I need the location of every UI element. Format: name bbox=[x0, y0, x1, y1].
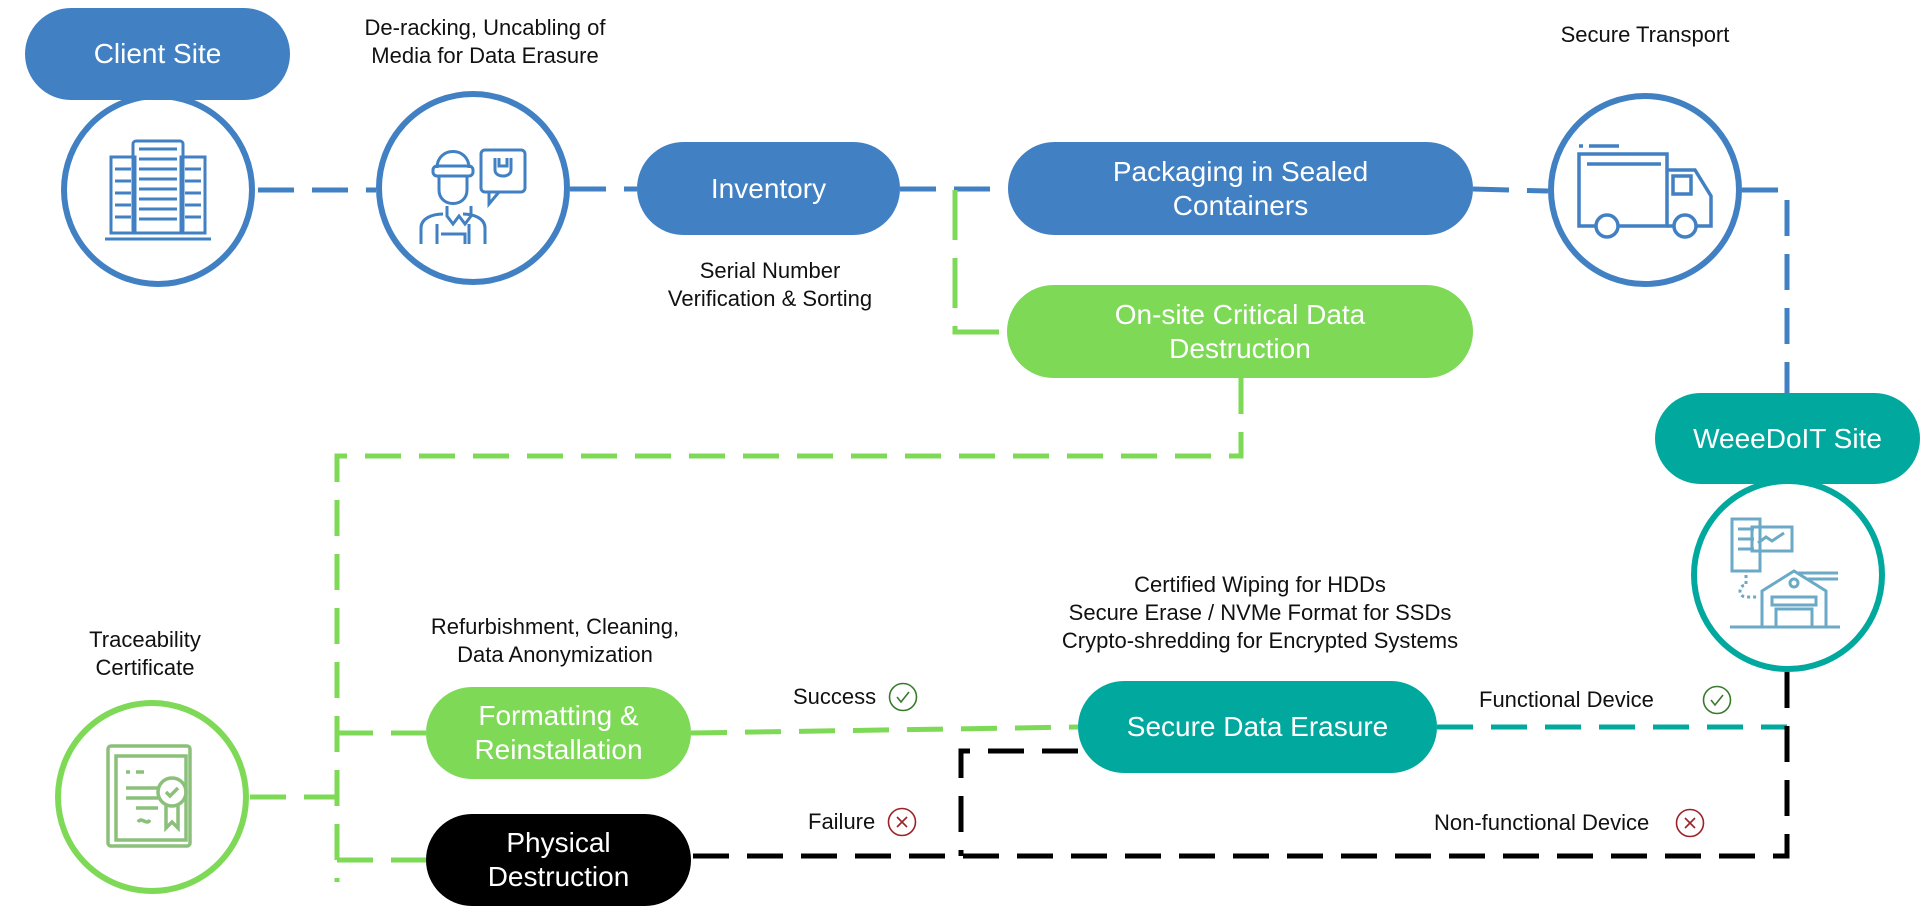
onsite-destruction-pill: On-site Critical Data Destruction bbox=[1007, 285, 1473, 378]
connector-erasure-failure bbox=[958, 748, 1078, 856]
packaging-pill: Packaging in Sealed Containers bbox=[1008, 142, 1473, 235]
physical-destruction-pill: Physical Destruction bbox=[426, 814, 691, 906]
x-circle-icon bbox=[1675, 808, 1705, 838]
warehouse-icon bbox=[1730, 517, 1840, 629]
x-circle-icon bbox=[887, 807, 917, 837]
connector-onsite-to-formatting-physical bbox=[334, 378, 1244, 882]
technician-circle bbox=[376, 91, 570, 285]
formatting-pill: Formatting & Reinstallation bbox=[426, 687, 691, 779]
connector-inventory-to-onsite bbox=[952, 190, 1008, 335]
client-site-pill: Client Site bbox=[25, 8, 290, 100]
certificate-caption: Traceability Certificate bbox=[89, 627, 201, 680]
truck-circle bbox=[1548, 93, 1742, 287]
physical-destruction-label: Physical Destruction bbox=[487, 827, 630, 892]
inventory-label: Inventory bbox=[710, 172, 827, 204]
check-circle-icon bbox=[1702, 685, 1732, 715]
inventory-pill: Inventory bbox=[637, 142, 900, 235]
connector-weeedoit-to-physical bbox=[691, 672, 1790, 859]
failure-status: Failure bbox=[808, 807, 917, 837]
success-status: Success bbox=[793, 682, 918, 712]
technician-icon bbox=[419, 148, 527, 244]
deracking-caption: De-racking, Uncabling of Media for Data … bbox=[364, 15, 606, 68]
server-rack-icon bbox=[105, 139, 211, 241]
weeedoit-site-label: WeeeDoIT Site bbox=[1693, 422, 1882, 454]
connector-packaging-to-transport bbox=[1472, 186, 1549, 194]
functional-label: Functional Device bbox=[1479, 687, 1654, 712]
non-functional-label: Non-functional Device bbox=[1434, 810, 1650, 835]
onsite-destruction-label: On-site Critical Data Destruction bbox=[1114, 298, 1366, 364]
client-site-circle bbox=[61, 93, 255, 287]
weeedoit-site-pill: WeeeDoIT Site bbox=[1655, 393, 1920, 484]
formatting-label: Formatting & Reinstallation bbox=[474, 700, 643, 765]
check-circle-icon bbox=[888, 682, 918, 712]
packaging-label: Packaging in Sealed Containers bbox=[1112, 155, 1369, 221]
functional-status: Functional Device bbox=[1479, 685, 1732, 715]
secure-erasure-label: Secure Data Erasure bbox=[1126, 711, 1389, 742]
formatting-caption: Refurbishment, Cleaning, Data Anonymizat… bbox=[430, 614, 680, 667]
client-site-label: Client Site bbox=[93, 38, 222, 69]
failure-label: Failure bbox=[808, 809, 876, 834]
connector-transport-to-weeedoit bbox=[1742, 187, 1790, 393]
secure-erasure-pill: Secure Data Erasure bbox=[1078, 681, 1437, 773]
connector-formatting-to-erasure bbox=[690, 724, 1079, 736]
certificate-circle bbox=[55, 700, 249, 894]
success-label: Success bbox=[793, 684, 877, 709]
certificate-icon bbox=[106, 744, 192, 848]
truck-icon bbox=[1577, 144, 1713, 239]
inventory-caption: Serial Number Verification & Sorting bbox=[667, 258, 873, 311]
non-functional-status: Non-functional Device bbox=[1434, 808, 1705, 838]
transport-caption: Secure Transport bbox=[1560, 22, 1730, 47]
weeedoit-circle bbox=[1691, 478, 1885, 672]
erasure-caption: Certified Wiping for HDDs Secure Erase /… bbox=[1061, 572, 1459, 653]
